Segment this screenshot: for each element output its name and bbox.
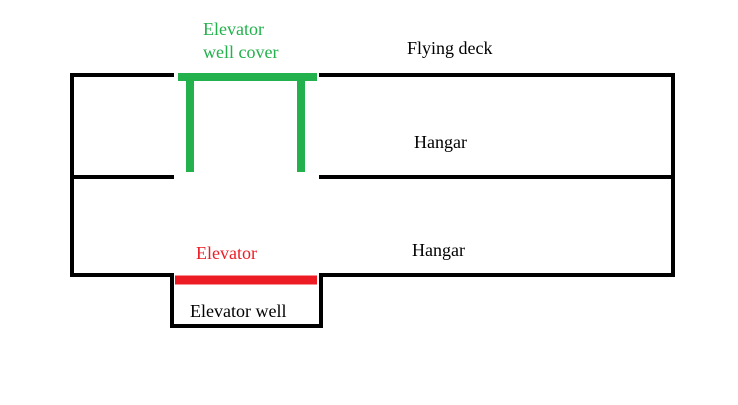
elevator-label: Elevator xyxy=(196,243,257,263)
elevator-well-label: Elevator well xyxy=(190,301,286,321)
elevator-well-outline xyxy=(170,275,323,328)
flying-deck-label: Flying deck xyxy=(407,38,493,58)
elevator-cover-label-line2: well cover xyxy=(203,42,278,62)
elevator-cover-label-line1: Elevator xyxy=(203,19,264,39)
hangar-upper-label: Hangar xyxy=(414,132,467,152)
elevator-well-cover xyxy=(178,73,317,172)
hangar-lower-label: Hangar xyxy=(412,240,465,260)
ship-structure xyxy=(70,73,675,328)
